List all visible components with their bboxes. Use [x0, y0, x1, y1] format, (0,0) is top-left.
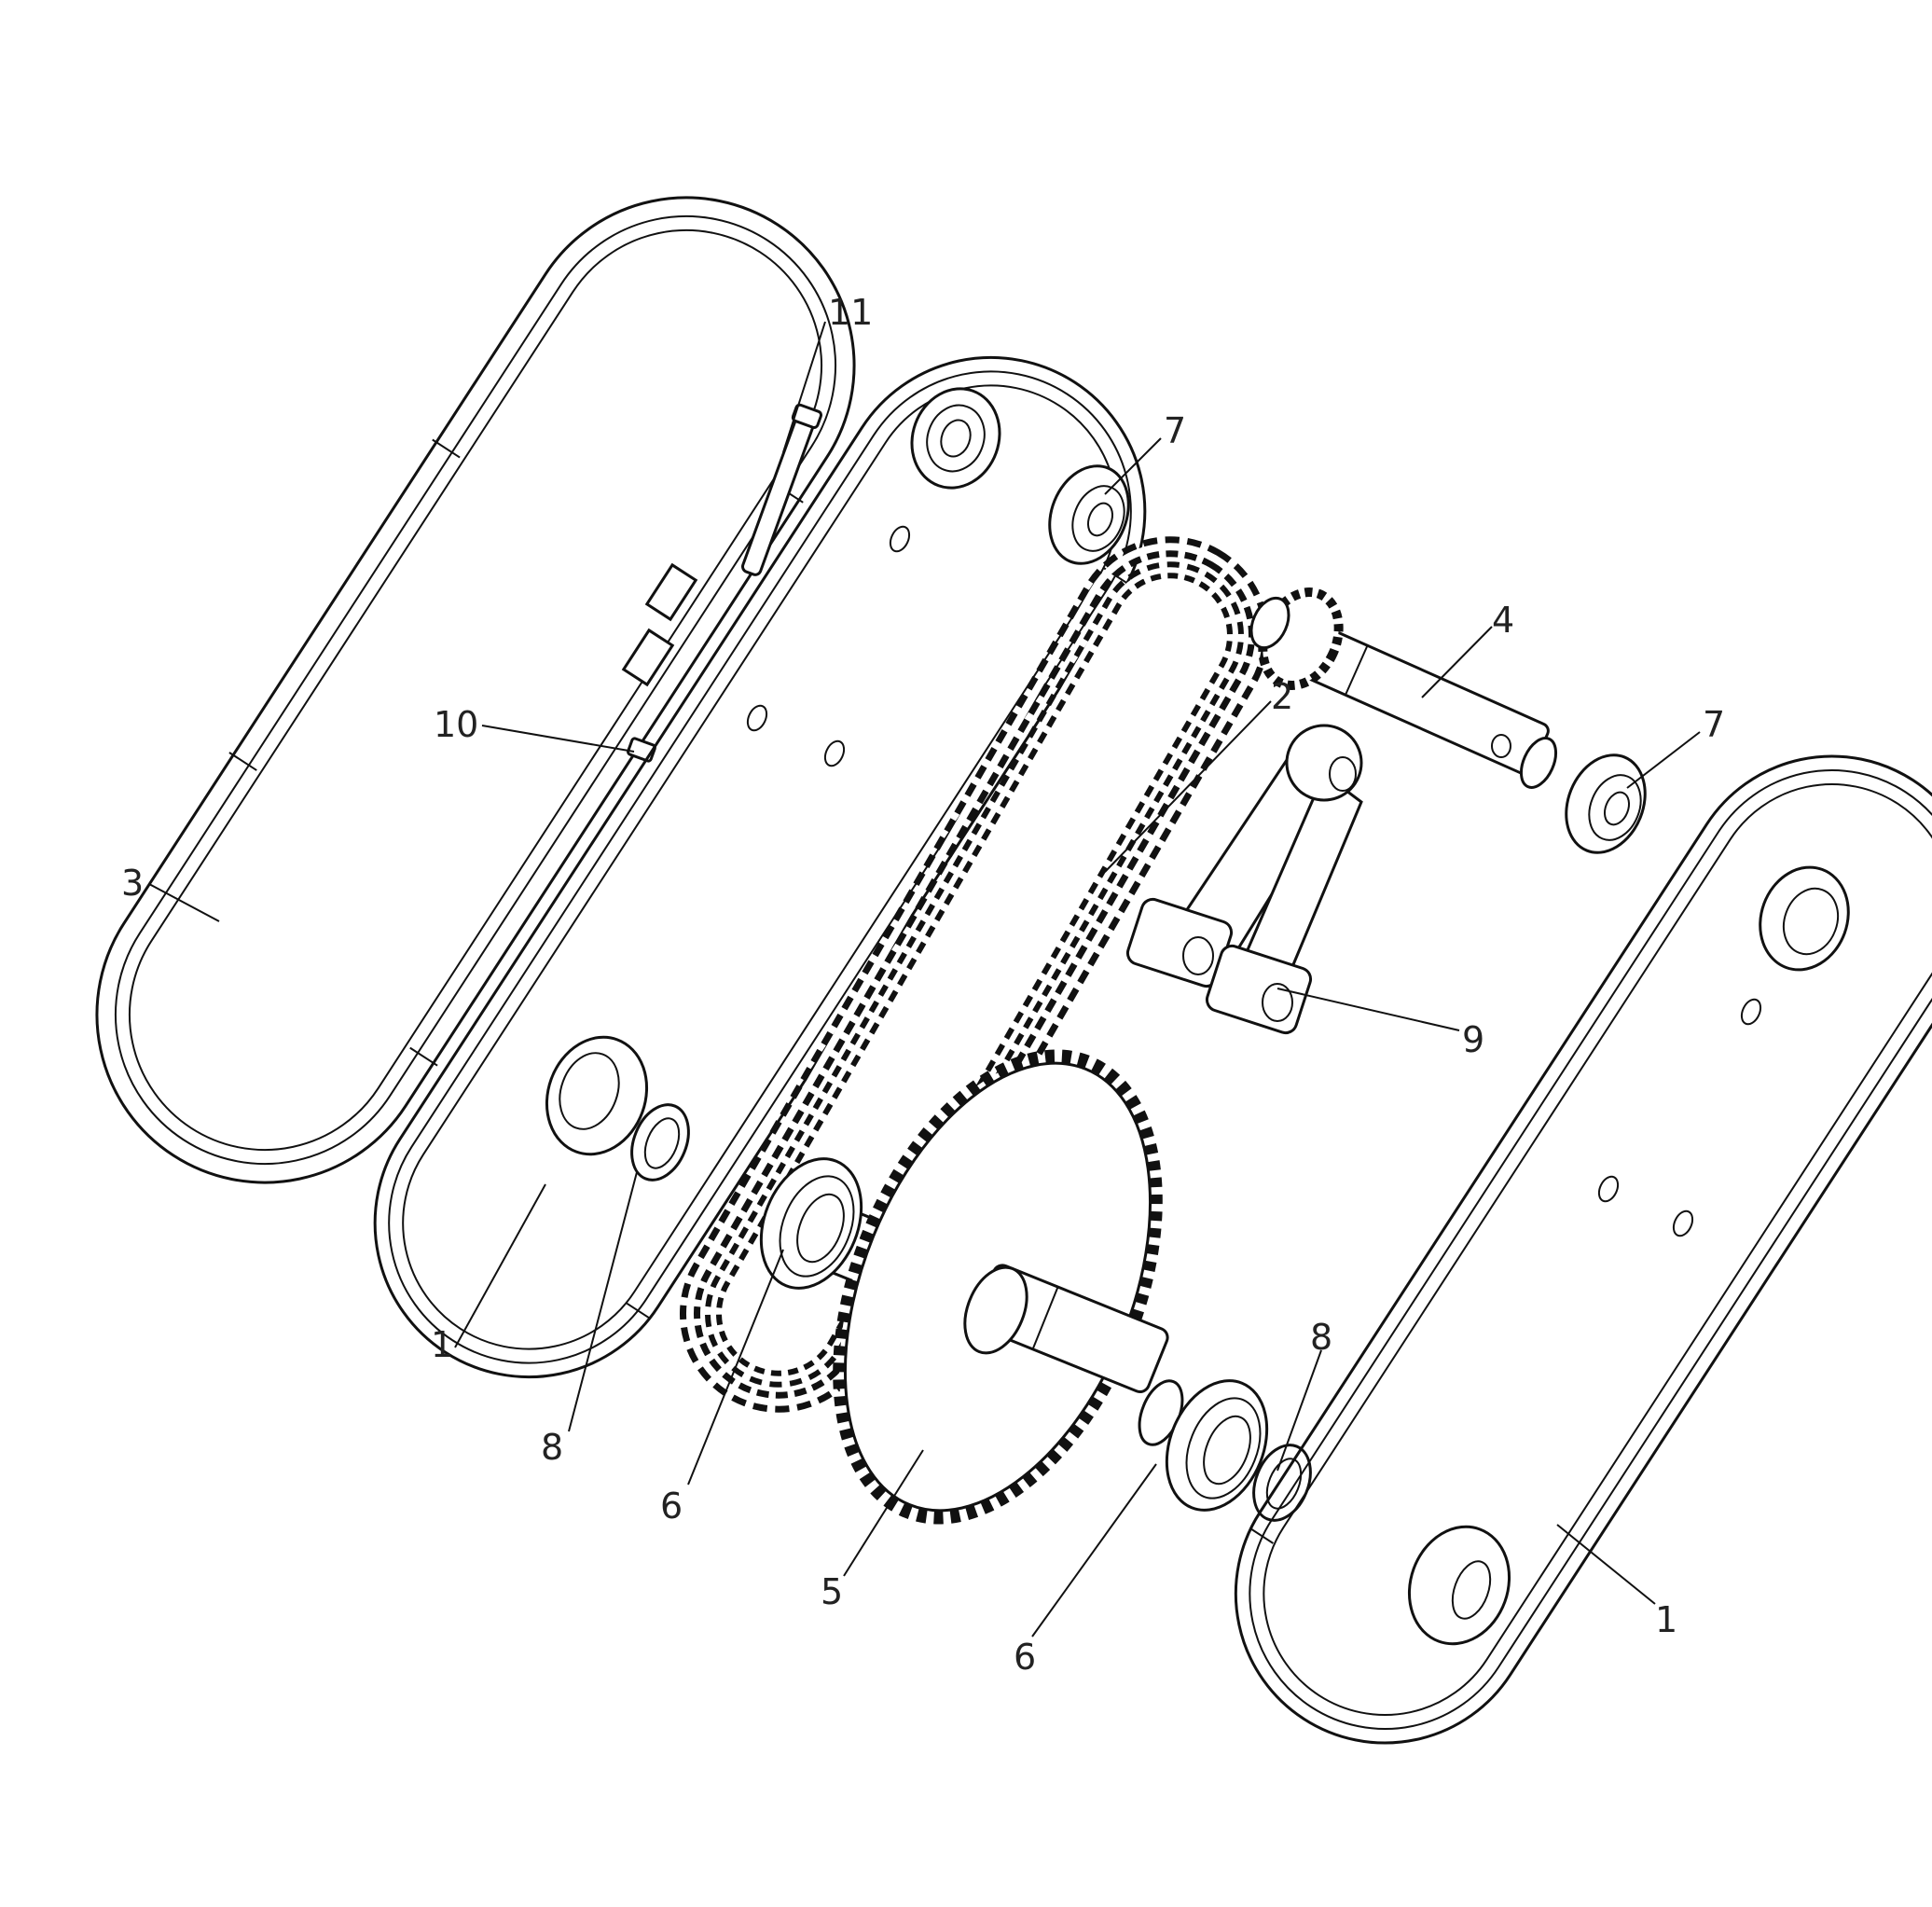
callout-label: 3 [121, 863, 144, 904]
callout-labels: 3 11 10 7 4 2 7 9 1 8 6 5 6 8 1 [121, 292, 1725, 1678]
drive-shaft-small-part [1249, 587, 1558, 789]
callout-label: 8 [1310, 1317, 1332, 1358]
callout-label: 10 [434, 704, 478, 745]
pin-part [741, 403, 823, 576]
chain-part [680, 536, 1269, 1413]
callout-label: 8 [541, 1427, 563, 1468]
bearing-right-part [1165, 1379, 1269, 1512]
callout-label: 11 [828, 292, 873, 333]
callout-label: 1 [1655, 1599, 1677, 1640]
crank-arm-part [1125, 724, 1363, 1035]
callout-label: 4 [1492, 600, 1514, 641]
belt-cover-part [95, 196, 856, 1184]
callout-label: 9 [1462, 1019, 1484, 1060]
leader-lines [148, 321, 1701, 1638]
callout-label: 7 [1164, 410, 1186, 451]
callout-label: 6 [1014, 1637, 1036, 1678]
plate-right-part [1234, 754, 1932, 1745]
bushing-right-part [1565, 753, 1647, 854]
callout-label: 5 [821, 1571, 843, 1612]
callout-label: 6 [660, 1486, 683, 1527]
callout-label: 7 [1703, 704, 1725, 745]
callout-label: 1 [431, 1324, 453, 1365]
washer-left-part [630, 1103, 690, 1182]
callout-label: 2 [1271, 676, 1293, 717]
sprocket-large-part [833, 1049, 1184, 1525]
